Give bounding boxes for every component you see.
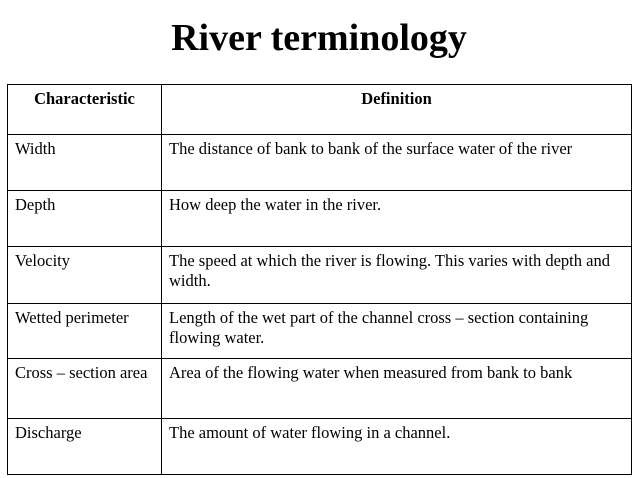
cell-characteristic: Width: [7, 134, 162, 191]
cell-characteristic: Depth: [7, 190, 162, 247]
table-header-row: Characteristic Definition: [7, 84, 632, 135]
table-row: Cross – section area Area of the flowing…: [7, 358, 632, 419]
cell-characteristic: Discharge: [7, 418, 162, 475]
cell-characteristic: Velocity: [7, 246, 162, 304]
column-header-definition: Definition: [161, 84, 632, 135]
page-title: River terminology: [171, 17, 467, 59]
cell-definition: How deep the water in the river.: [161, 190, 632, 247]
cell-definition: Length of the wet part of the channel cr…: [161, 303, 632, 359]
table-row: Wetted perimeter Length of the wet part …: [7, 303, 632, 359]
cell-definition: Area of the flowing water when measured …: [161, 358, 632, 419]
table-row: Discharge The amount of water flowing in…: [7, 418, 632, 475]
table-row: Width The distance of bank to bank of th…: [7, 134, 632, 191]
table-row: Depth How deep the water in the river.: [7, 190, 632, 247]
river-terminology-table: Characteristic Definition Width The dist…: [7, 84, 632, 475]
table-header: Characteristic Definition: [7, 84, 632, 135]
table-body: Width The distance of bank to bank of th…: [7, 134, 632, 475]
table-row: Velocity The speed at which the river is…: [7, 246, 632, 304]
cell-characteristic: Wetted perimeter: [7, 303, 162, 359]
cell-definition: The amount of water flowing in a channel…: [161, 418, 632, 475]
cell-definition: The distance of bank to bank of the surf…: [161, 134, 632, 191]
cell-definition: The speed at which the river is flowing.…: [161, 246, 632, 304]
column-header-characteristic: Characteristic: [7, 84, 162, 135]
river-terminology-table-container: Characteristic Definition Width The dist…: [7, 84, 632, 475]
cell-characteristic: Cross – section area: [7, 358, 162, 419]
